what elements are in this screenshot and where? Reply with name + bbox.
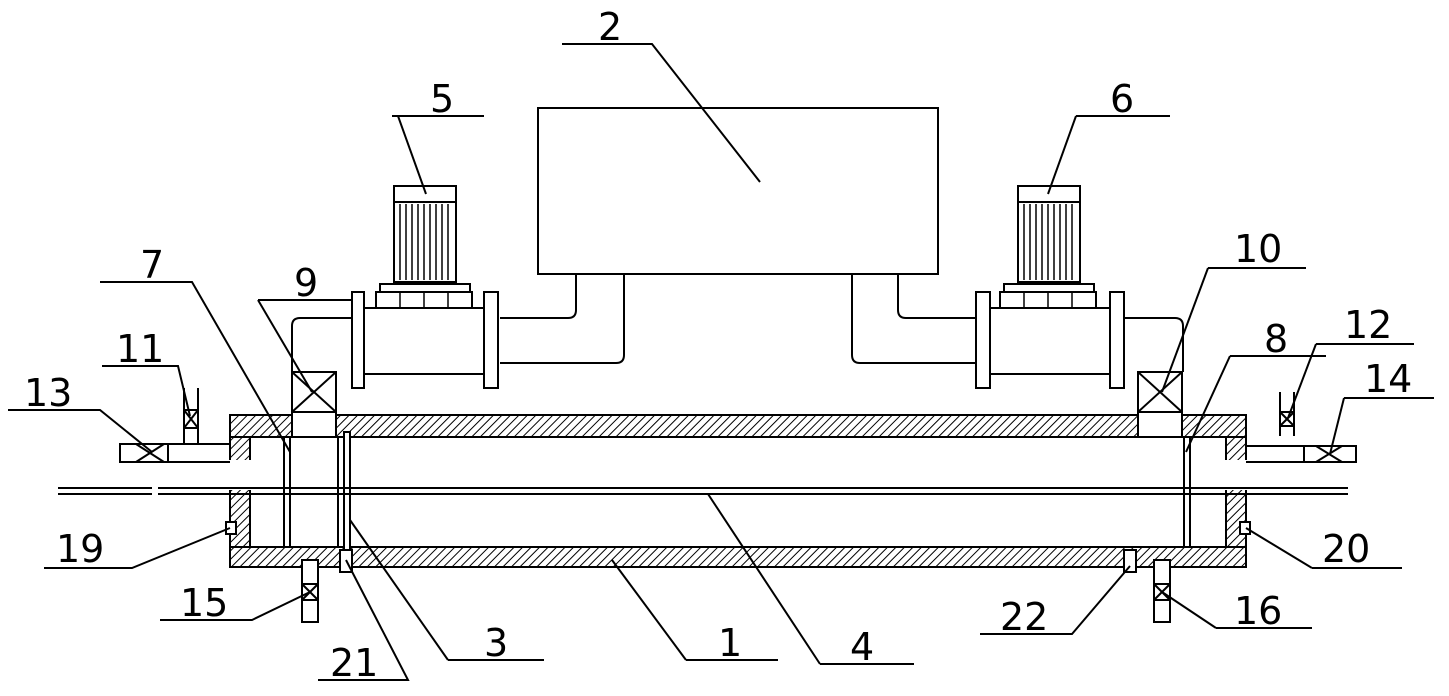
label-2: 2 — [598, 5, 622, 49]
label-7: 7 — [140, 243, 164, 287]
leader-lines — [8, 43, 1434, 681]
label-6: 6 — [1110, 77, 1134, 121]
left-elbow — [291, 317, 352, 372]
label-21: 21 — [330, 641, 378, 685]
left-pump — [351, 185, 499, 389]
label-1: 1 — [718, 621, 742, 665]
right-elbow — [1124, 317, 1184, 372]
right-pipe — [851, 274, 975, 364]
port-19 — [225, 521, 237, 535]
label-10: 10 — [1234, 227, 1282, 271]
label-5: 5 — [430, 77, 454, 121]
label-13: 13 — [24, 371, 72, 415]
label-14: 14 — [1364, 357, 1412, 401]
outer-tube — [229, 412, 1247, 568]
port-22 — [1123, 549, 1137, 573]
drain-16 — [1153, 559, 1171, 623]
valve-9 — [291, 371, 337, 413]
label-12: 12 — [1344, 303, 1392, 347]
right-side-pipe — [1246, 392, 1357, 463]
control-box — [537, 107, 939, 275]
left-side-pipe — [119, 388, 230, 463]
label-8: 8 — [1264, 317, 1288, 361]
label-19: 19 — [56, 527, 104, 571]
label-22: 22 — [1000, 595, 1048, 639]
label-9: 9 — [294, 261, 318, 305]
label-15: 15 — [180, 581, 228, 625]
label-11: 11 — [116, 327, 164, 371]
left-pipe — [500, 274, 625, 364]
drain-15 — [301, 559, 319, 623]
right-pump — [975, 185, 1125, 389]
label-4: 4 — [850, 625, 874, 669]
port-20 — [1239, 521, 1251, 535]
label-20: 20 — [1322, 527, 1370, 571]
label-16: 16 — [1234, 589, 1282, 633]
label-3: 3 — [484, 621, 508, 665]
valve-10 — [1137, 371, 1183, 413]
